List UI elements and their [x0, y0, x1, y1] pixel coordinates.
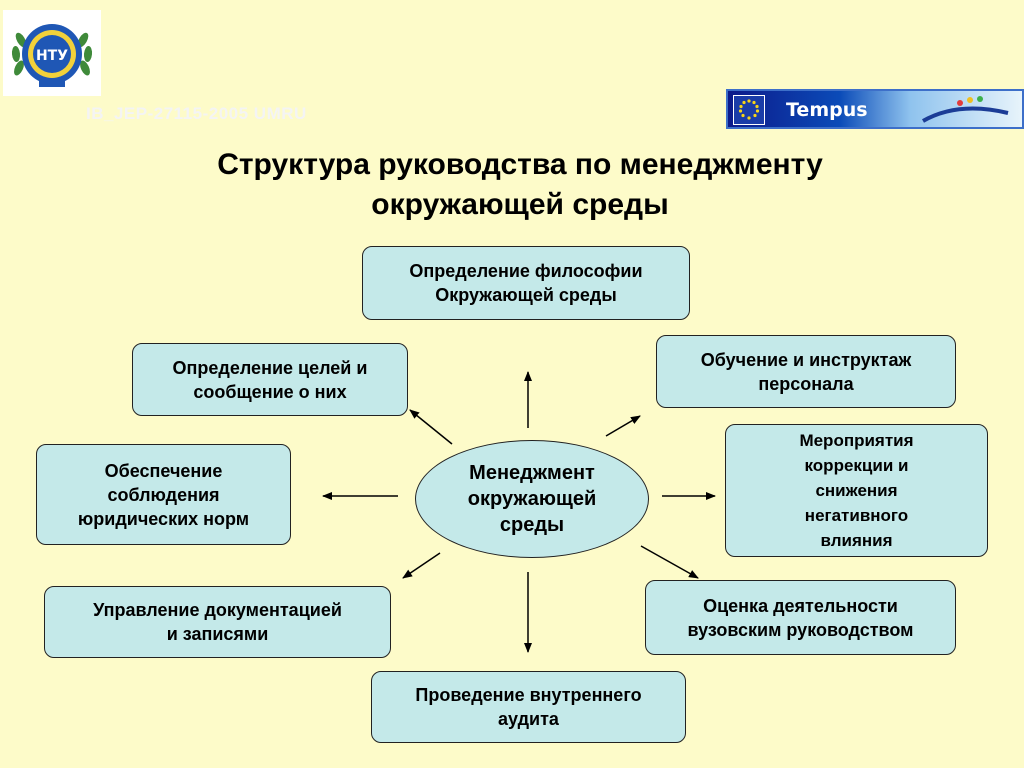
node-audit: Проведение внутреннего аудита	[371, 671, 686, 743]
arrow-to-training	[605, 415, 641, 437]
node-philosophy: Определение философии Окружающей среды	[362, 246, 690, 320]
logo-text: НТУ	[36, 48, 68, 64]
node-goals: Определение целей и сообщение о них	[132, 343, 408, 416]
node-evaluation: Оценка деятельности вузовским руководств…	[645, 580, 956, 655]
university-emblem-icon: НТУ	[11, 24, 93, 87]
arrow-to-documents	[402, 552, 441, 579]
node-correction: Мероприятия коррекции и снижения негатив…	[725, 424, 988, 557]
tempus-swoosh-icon	[922, 96, 1009, 123]
node-legal: Обеспечение соблюдения юридических норм	[36, 444, 291, 545]
tempus-label: Tempus	[786, 99, 868, 121]
node-documents: Управление документацией и записями	[44, 586, 391, 658]
university-logo: НТУ	[3, 10, 101, 96]
arrow-to-goals	[409, 409, 453, 445]
page-title: Структура руководства по менеджменту окр…	[217, 148, 823, 221]
eu-flag-icon	[733, 95, 765, 125]
project-code: IB_JEP-27115-2005 UMRU	[86, 104, 307, 123]
node-center: Менеджмент окружающей среды	[415, 440, 649, 558]
arrow-to-evaluation	[640, 545, 699, 579]
tempus-banner: Tempus	[726, 89, 1024, 129]
node-training: Обучение и инструктаж персонала	[656, 335, 956, 408]
